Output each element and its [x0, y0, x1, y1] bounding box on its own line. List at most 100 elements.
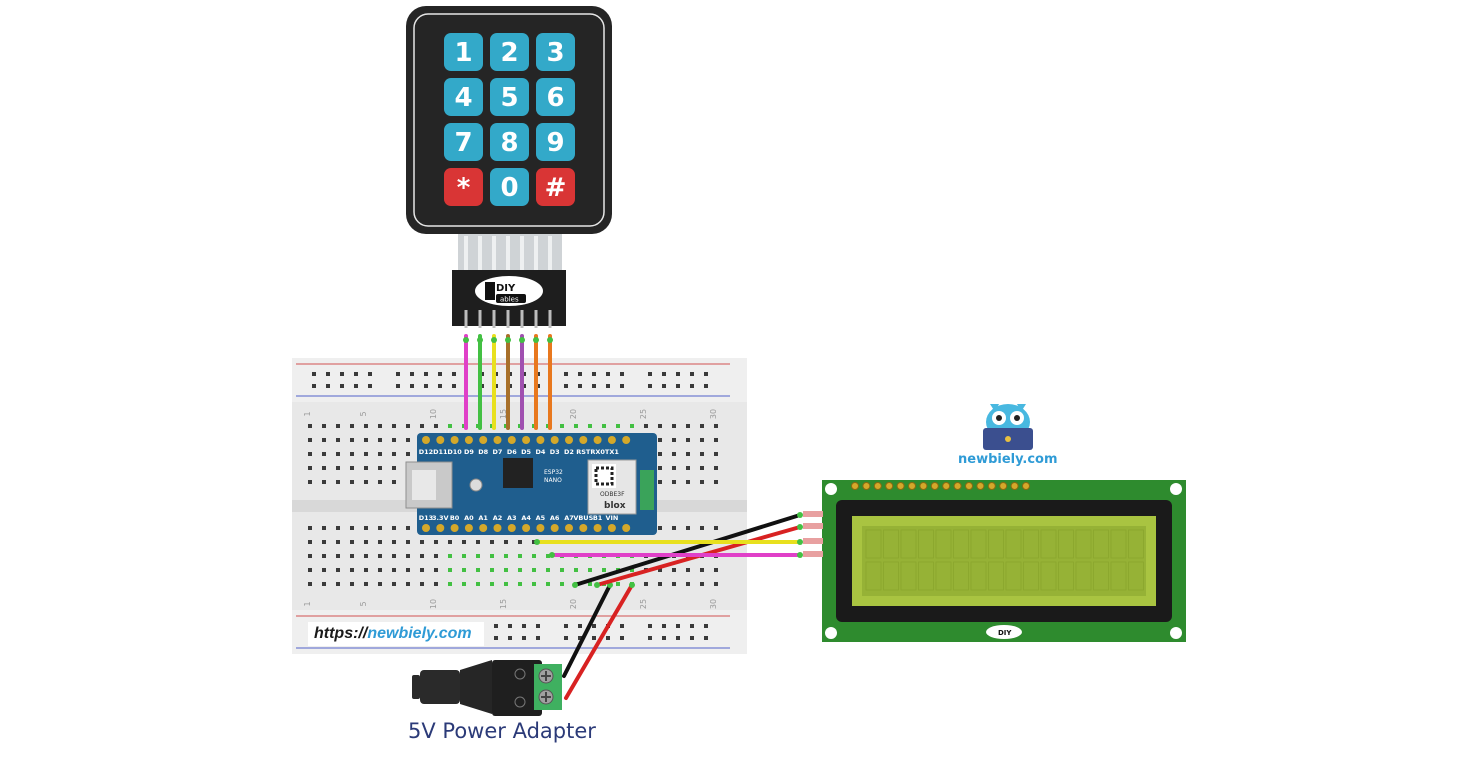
- key-label: 0: [500, 173, 518, 203]
- rail-hole: [326, 372, 330, 376]
- rail-hole: [620, 384, 624, 388]
- rail-hole: [564, 624, 568, 628]
- breadboard-hole: [490, 568, 494, 572]
- ribbon-strand: [534, 236, 538, 272]
- lcd-char-cell: [953, 561, 969, 591]
- breadboard-hole: [308, 438, 312, 442]
- rail-hole: [326, 384, 330, 388]
- key-6[interactable]: [536, 78, 575, 116]
- rail-hole: [340, 384, 344, 388]
- lcd-pin: [1010, 482, 1019, 490]
- board-pin: [522, 524, 531, 532]
- key-label: 7: [454, 128, 472, 158]
- lcd-pin: [999, 482, 1008, 490]
- rail-hole: [704, 624, 708, 628]
- breadboard-hole: [392, 554, 396, 558]
- key-9[interactable]: [536, 123, 575, 161]
- breadboard-hole: [420, 424, 424, 428]
- breadboard-hole: [308, 480, 312, 484]
- breadboard-hole: [364, 452, 368, 456]
- key-7[interactable]: [444, 123, 483, 161]
- top-pin-label: D10: [447, 448, 462, 456]
- breadboard-hole: [658, 466, 662, 470]
- lcd-char-cell: [1110, 561, 1127, 591]
- breadboard-hole: [700, 526, 704, 530]
- column-number: 25: [639, 409, 648, 419]
- rail-hole: [606, 372, 610, 376]
- bottom-pin-label: A4: [521, 514, 531, 522]
- key-2[interactable]: [490, 33, 529, 71]
- rail-hole: [578, 636, 582, 640]
- column-number: 15: [499, 599, 508, 609]
- breadboard-hole: [322, 452, 326, 456]
- breadboard-hole: [406, 438, 410, 442]
- breadboard-hole: [504, 554, 508, 558]
- board-pin: [422, 524, 430, 532]
- lcd-char-cell: [1128, 529, 1144, 559]
- key-5[interactable]: [490, 78, 529, 116]
- breadboard-hole: [616, 424, 620, 428]
- website-url[interactable]: https://newbiely.com: [308, 622, 484, 646]
- top-pin-label: D3: [550, 448, 560, 456]
- breadboard-hole: [672, 568, 676, 572]
- breadboard-hole: [686, 526, 690, 530]
- breadboard-hole: [700, 568, 704, 572]
- module-blox-text: blox: [604, 501, 626, 511]
- rail-hole: [690, 624, 694, 628]
- breadboard-hole: [560, 568, 564, 572]
- lcd-char-cell: [1128, 561, 1144, 591]
- rail-hole: [368, 384, 372, 388]
- breadboard-hole: [322, 466, 326, 470]
- rail-hole: [312, 384, 316, 388]
- brand-name: newbiely.com: [958, 452, 1058, 467]
- column-number: 1: [303, 411, 312, 416]
- key-hash[interactable]: [536, 168, 575, 206]
- wire-end: [505, 337, 511, 343]
- bottom-pin-label: D13: [419, 514, 433, 522]
- rail-hole: [578, 384, 582, 388]
- lcd-char-cell: [935, 561, 952, 591]
- breadboard-hole: [672, 424, 676, 428]
- ribbon-strand: [548, 236, 552, 272]
- module-id-text: ODBE3F: [600, 491, 625, 498]
- key-label: 8: [500, 128, 518, 158]
- key-8[interactable]: [490, 123, 529, 161]
- lcd-pin: [976, 482, 985, 490]
- breadboard-hole: [336, 466, 340, 470]
- breadboard-hole: [434, 554, 438, 558]
- breadboard-hole: [364, 480, 368, 484]
- wire-end: [491, 337, 497, 343]
- lcd-char-cell: [900, 529, 917, 559]
- key-3[interactable]: [536, 33, 575, 71]
- rail-hole: [620, 372, 624, 376]
- lcd-display: DIY: [822, 480, 1186, 642]
- breadboard-hole: [364, 424, 368, 428]
- rail-hole: [592, 384, 596, 388]
- wire-end: [519, 337, 525, 343]
- rail-hole: [508, 624, 512, 628]
- rail-hole: [368, 372, 372, 376]
- breadboard-hole: [518, 554, 522, 558]
- breadboard-hole: [336, 554, 340, 558]
- breadboard-hole: [378, 424, 382, 428]
- key-0[interactable]: [490, 168, 529, 206]
- rail-hole: [522, 624, 526, 628]
- breadboard-hole: [364, 554, 368, 558]
- breadboard-hole: [336, 582, 340, 586]
- key-1[interactable]: [444, 33, 483, 71]
- top-pin-label: D7: [493, 448, 503, 456]
- breadboard-hole: [322, 424, 326, 428]
- breadboard-hole: [588, 568, 592, 572]
- breadboard-hole: [378, 526, 382, 530]
- breadboard-hole: [308, 568, 312, 572]
- board-pin: [622, 524, 631, 532]
- top-pin-label: D4: [535, 448, 545, 456]
- key-star[interactable]: [444, 168, 483, 206]
- key-4[interactable]: [444, 78, 483, 116]
- breadboard-hole: [714, 438, 718, 442]
- lcd-char-cell: [1110, 529, 1127, 559]
- breadboard-hole: [392, 466, 396, 470]
- bottom-pin-label: VBUS: [573, 514, 593, 522]
- board-pin: [593, 524, 602, 532]
- board-pin: [436, 436, 445, 444]
